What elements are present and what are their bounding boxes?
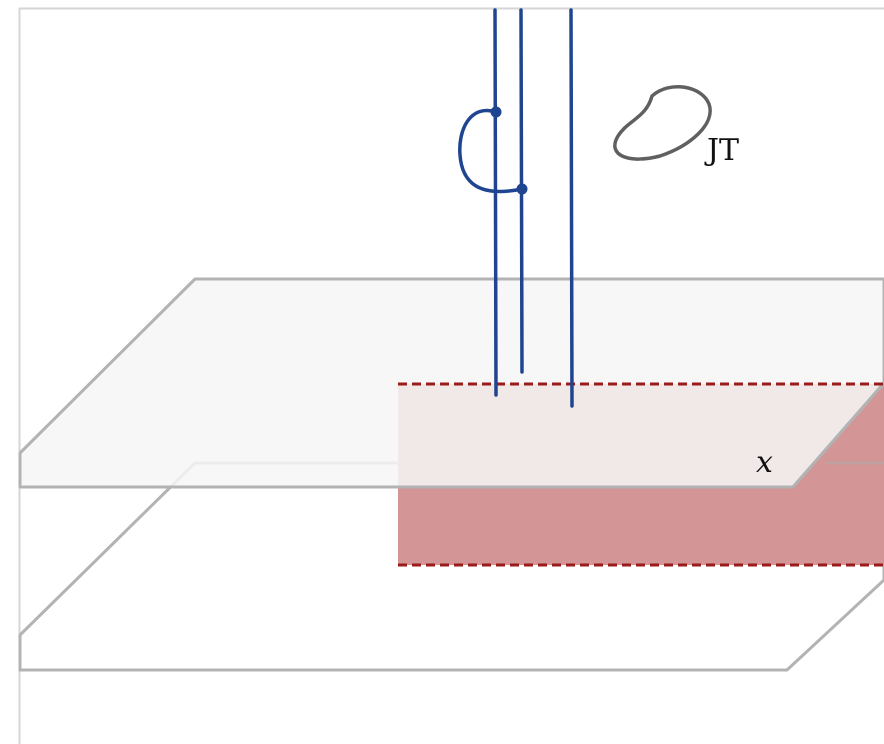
strand-left — [493, 8, 498, 397]
jt-label: JT — [704, 133, 739, 168]
slab-right-strip — [398, 386, 884, 565]
closed-curve-icon — [613, 85, 712, 161]
strand-right — [569, 8, 574, 408]
connector-dot-top — [490, 106, 502, 118]
strand-connector-arc — [458, 108, 524, 194]
connector-dot-bottom — [516, 183, 528, 195]
frame-border — [18, 7, 884, 744]
x-label: x — [756, 445, 773, 480]
upper-sheet-right-edge — [791, 382, 884, 488]
